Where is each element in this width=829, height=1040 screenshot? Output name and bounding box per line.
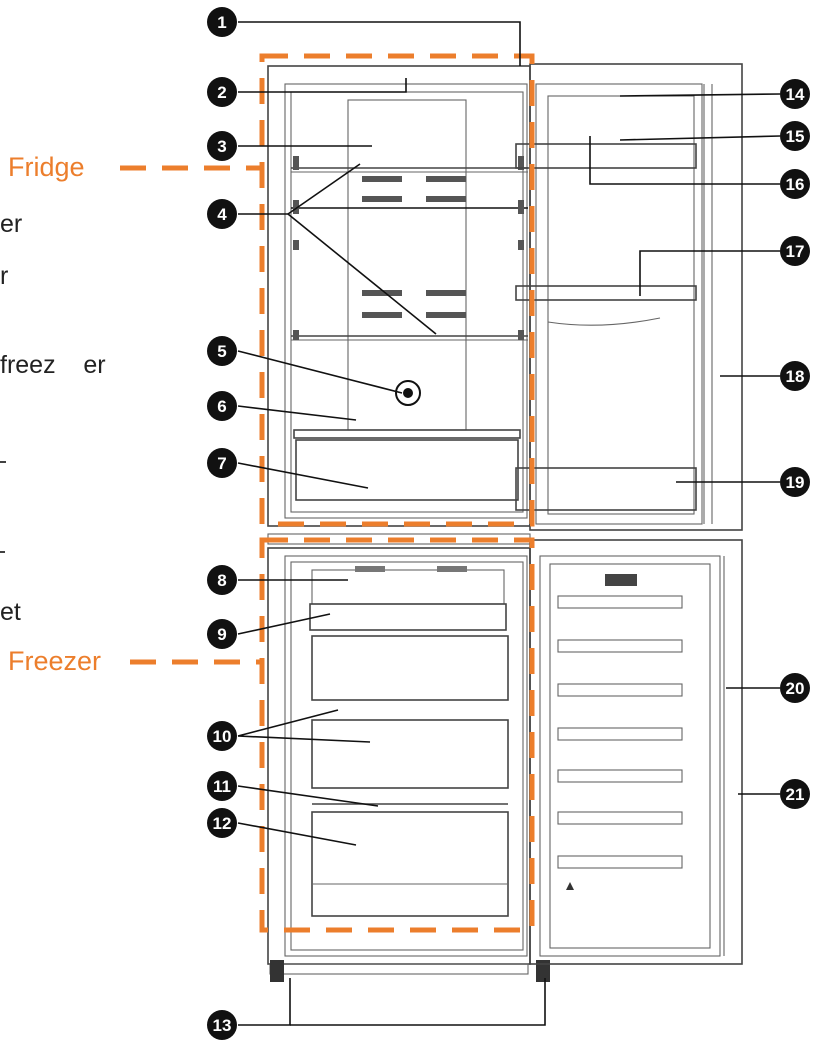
- callout-number: 15: [786, 127, 805, 146]
- callout-number: 14: [786, 85, 805, 104]
- callout-9: 9: [207, 619, 237, 649]
- callout-number: 20: [786, 679, 805, 698]
- callout-3: 3: [207, 131, 237, 161]
- callout-17: 17: [780, 236, 810, 266]
- shelf-supports: [293, 156, 524, 340]
- freezer-door-inner: [549, 563, 711, 949]
- crisper-cover: [293, 429, 521, 439]
- callout-10: 10: [207, 721, 237, 751]
- callout-19: 19: [780, 467, 810, 497]
- callout-number: 10: [213, 727, 232, 746]
- ice-tray-vent: [355, 566, 385, 572]
- callout-number: 5: [217, 342, 226, 361]
- freezer-inner: [290, 561, 524, 951]
- callout-21: 21: [780, 779, 810, 809]
- cut-text-3: freez er: [0, 351, 106, 379]
- base-plinth: [269, 963, 529, 975]
- callout-number: 16: [786, 175, 805, 194]
- callout-number: 3: [217, 137, 226, 156]
- bottle-shelf-front: [547, 317, 661, 326]
- ice-tray-vent: [437, 566, 467, 572]
- callout-number: 8: [217, 571, 226, 590]
- freezer-door-liner: [539, 555, 721, 957]
- callout-number: 12: [213, 814, 232, 833]
- cabinet: [267, 65, 550, 982]
- callout-4: 4: [207, 199, 237, 229]
- fridge-zone: [120, 53, 535, 527]
- door-balcony-top: [515, 143, 697, 169]
- callout-number: 17: [786, 242, 805, 261]
- callout-1: 1: [207, 7, 237, 37]
- door-balcony-bottom: [515, 467, 697, 511]
- fridge-liner: [284, 83, 528, 519]
- crisper-drawer: [295, 439, 519, 501]
- freezer-zone: [130, 537, 535, 933]
- cut-text-1: er: [0, 210, 22, 238]
- doors: [515, 63, 743, 965]
- fridge-door: [529, 63, 743, 531]
- freezer-door-ribs: [557, 595, 683, 869]
- leader-lines: [237, 21, 781, 1026]
- door-logo: [605, 574, 637, 586]
- freezer-drawer: [311, 811, 509, 917]
- foot-left: [270, 960, 284, 982]
- callout-16: 16: [780, 169, 810, 199]
- callout-8: 8: [207, 565, 237, 595]
- callout-5: 5: [207, 336, 237, 366]
- callout-7: 7: [207, 448, 237, 478]
- callout-18: 18: [780, 361, 810, 391]
- callout-6: 6: [207, 391, 237, 421]
- fridge-label: Fridge: [8, 152, 85, 182]
- ice-tray: [309, 603, 507, 631]
- callout-number: 13: [213, 1016, 232, 1035]
- freezer-zone-outline: [259, 537, 535, 933]
- thermostat-knob-center: [403, 388, 413, 398]
- callout-15: 15: [780, 121, 810, 151]
- callout-number: 21: [786, 785, 805, 804]
- callout-number: 11: [213, 777, 231, 796]
- callout-13: 13: [207, 1010, 237, 1040]
- cut-text-2: r: [0, 262, 8, 290]
- freezer-drawer: [311, 635, 509, 701]
- freezer-body: [267, 547, 531, 965]
- callout-20: 20: [780, 673, 810, 703]
- freezer-drawer: [311, 719, 509, 789]
- callout-number: 7: [217, 454, 226, 473]
- ice-tray-area: [311, 569, 505, 605]
- callout-2: 2: [207, 77, 237, 107]
- cut-text-4: et: [0, 598, 21, 626]
- callout-number: 6: [217, 397, 226, 416]
- callout-number: 19: [786, 473, 805, 492]
- callout-number: 2: [217, 83, 226, 102]
- callout-number: 9: [217, 625, 226, 644]
- fridge-inner: [290, 91, 524, 513]
- freezer-label: Freezer: [8, 646, 101, 676]
- callout-number: 18: [786, 367, 805, 386]
- callout-number: 1: [217, 13, 226, 32]
- callout-12: 12: [207, 808, 237, 838]
- fridge-door-liner: [535, 83, 703, 525]
- freezer-liner: [284, 555, 528, 957]
- foot-right: [536, 960, 550, 982]
- air-vents: [362, 176, 466, 318]
- door-balcony-mid: [515, 285, 697, 301]
- fridge-door-inner: [547, 95, 695, 515]
- callout-11: 11: [207, 771, 237, 801]
- door-symbol-icon: [566, 882, 574, 890]
- callout-number: 4: [217, 205, 227, 224]
- fridge-zone-outline: [259, 53, 535, 527]
- callout-14: 14: [780, 79, 810, 109]
